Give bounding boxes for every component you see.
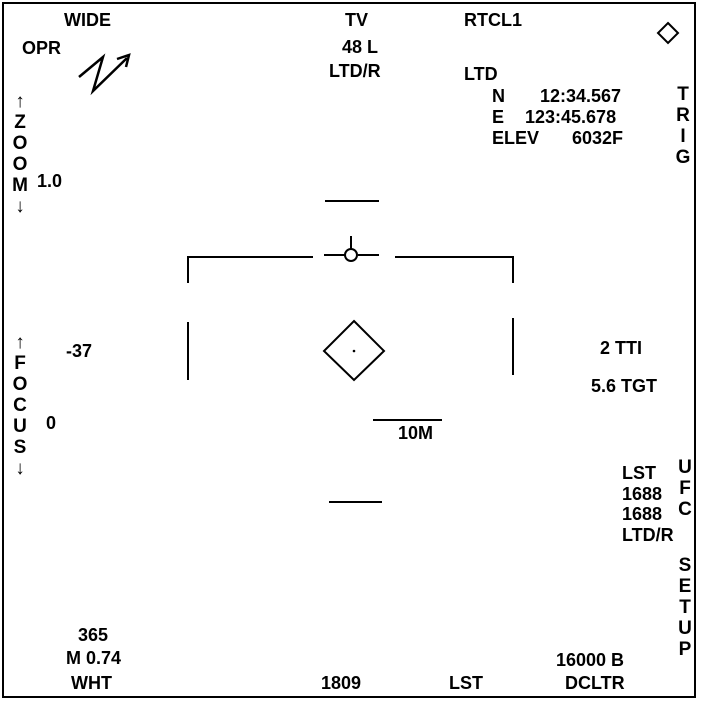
focus-up-arrow-icon[interactable]: ↑ bbox=[15, 332, 25, 353]
setup-button[interactable]: S E T U P bbox=[674, 555, 696, 660]
lst-line: 1688 bbox=[622, 504, 663, 524]
track-gate-brackets bbox=[187, 256, 514, 380]
ufc-letter: F bbox=[679, 478, 691, 499]
aircraft-symbol-icon bbox=[324, 236, 379, 262]
ltd-label: LTD bbox=[464, 64, 498, 84]
north-value: 12:34.567 bbox=[540, 86, 622, 106]
bottom-left-line[interactable]: WHT bbox=[71, 673, 112, 693]
east-value: 123:45.678 bbox=[525, 107, 617, 127]
north-label: N bbox=[492, 86, 505, 106]
focus-control[interactable]: ↑ F O C U S ↓ bbox=[9, 332, 31, 479]
display-frame bbox=[2, 2, 696, 698]
zoom-value: 1.0 bbox=[37, 171, 63, 191]
zoom-letter: M bbox=[12, 175, 28, 196]
zoom-control[interactable]: ↑ Z O O M ↓ bbox=[9, 91, 31, 217]
target-diamond-icon bbox=[322, 319, 386, 382]
bottom-code: 1809 bbox=[321, 673, 362, 693]
setup-letter: E bbox=[678, 576, 692, 597]
focus-lower-value: 0 bbox=[46, 413, 57, 433]
laser-code: 48 L bbox=[342, 37, 379, 57]
focus-letter: S bbox=[13, 437, 27, 458]
focus-down-arrow-icon[interactable]: ↓ bbox=[15, 458, 25, 479]
focus-letter: U bbox=[13, 416, 27, 437]
elevation-label: ELEV bbox=[492, 128, 540, 148]
mode-label[interactable]: OPR bbox=[22, 38, 62, 58]
setup-letter: U bbox=[678, 618, 692, 639]
trig-letter: R bbox=[676, 105, 690, 126]
scale-label: 10M bbox=[398, 423, 434, 443]
fov-label[interactable]: WIDE bbox=[64, 10, 111, 30]
setup-letter: T bbox=[679, 597, 691, 618]
setup-letter: P bbox=[678, 639, 692, 660]
focus-letter: F bbox=[14, 353, 26, 374]
zoom-down-arrow-icon[interactable]: ↓ bbox=[15, 196, 25, 217]
bottom-left-line: M 0.74 bbox=[66, 648, 122, 668]
lst-line: 1688 bbox=[622, 484, 663, 504]
trig-letter: I bbox=[680, 126, 686, 147]
diamond-icon[interactable] bbox=[656, 21, 680, 45]
zoom-up-arrow-icon[interactable]: ↑ bbox=[15, 91, 25, 112]
focus-letter: O bbox=[12, 374, 28, 395]
trig-letter: G bbox=[675, 147, 691, 168]
altitude-readout: 16000 B bbox=[556, 650, 625, 670]
bottom-left-line: 365 bbox=[78, 625, 109, 645]
lst-line: LST bbox=[622, 463, 656, 483]
tgt-readout: 5.6 TGT bbox=[591, 376, 658, 396]
setup-letter: S bbox=[678, 555, 692, 576]
trig-button[interactable]: T R I G bbox=[672, 84, 694, 168]
elevation-value: 6032F bbox=[572, 128, 624, 148]
bottom-lst[interactable]: LST bbox=[449, 673, 483, 693]
reticle-label[interactable]: RTCL1 bbox=[464, 10, 522, 30]
focus-upper-value: -37 bbox=[66, 341, 93, 361]
tti-readout: 2 TTI bbox=[600, 338, 643, 358]
trig-letter: T bbox=[677, 84, 689, 105]
lst-line: LTD/R bbox=[622, 525, 674, 545]
laser-status: LTD/R bbox=[329, 61, 381, 81]
east-label: E bbox=[492, 107, 505, 127]
ufc-letter: U bbox=[678, 457, 692, 478]
ufc-button[interactable]: U F C bbox=[674, 457, 696, 520]
zoom-letter: O bbox=[12, 154, 28, 175]
zoom-letter: O bbox=[12, 133, 28, 154]
north-arrow-icon bbox=[78, 53, 131, 96]
zoom-letter: Z bbox=[14, 112, 26, 133]
ufc-letter: C bbox=[678, 499, 692, 520]
focus-letter: C bbox=[13, 395, 27, 416]
sensor-label[interactable]: TV bbox=[345, 10, 369, 30]
declutter-button[interactable]: DCLTR bbox=[565, 673, 625, 693]
